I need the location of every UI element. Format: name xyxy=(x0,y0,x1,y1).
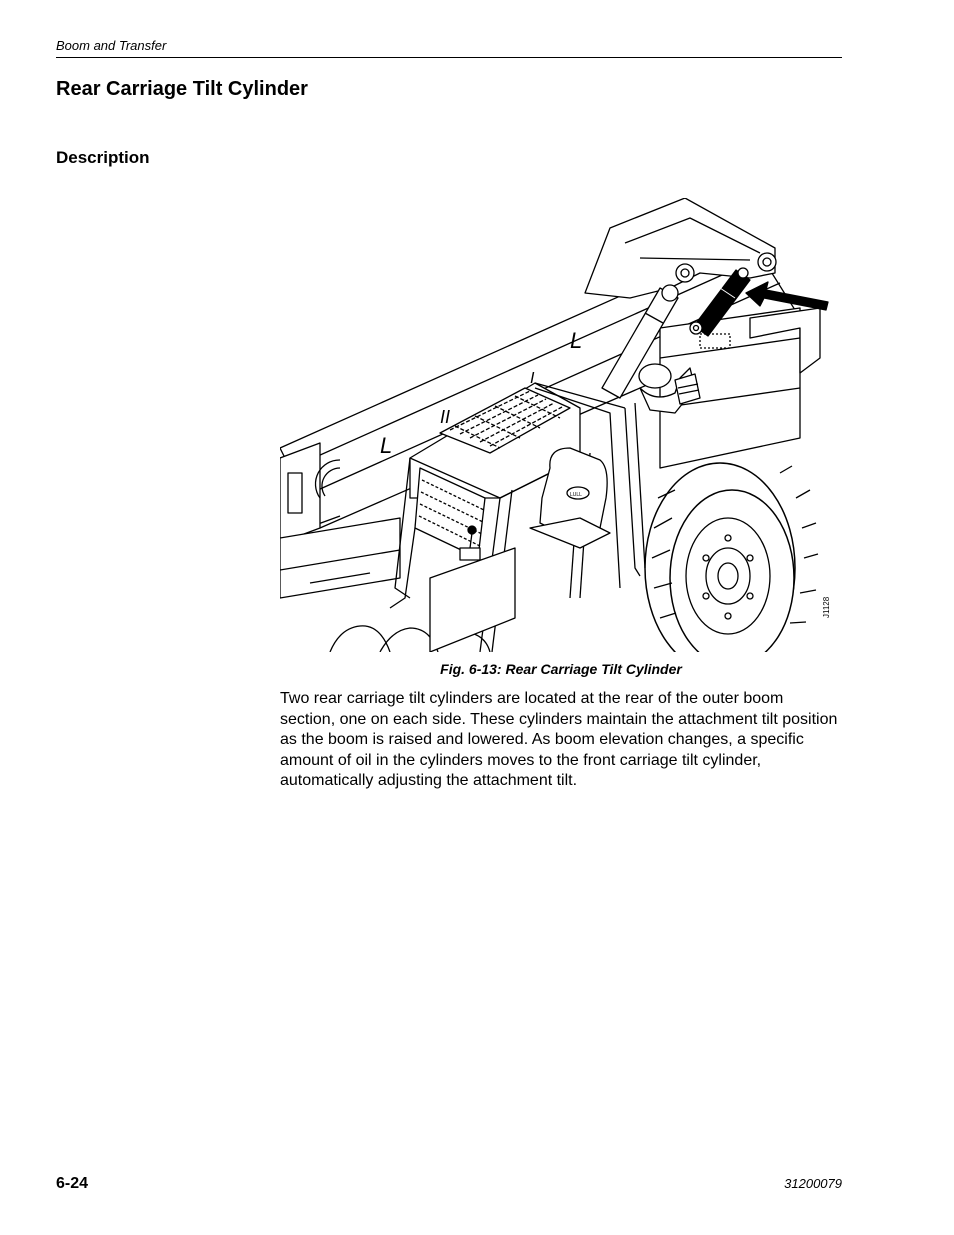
figure-id-label: J1128 xyxy=(822,596,831,618)
section-heading: Description xyxy=(56,148,150,167)
chassis xyxy=(280,307,821,599)
callout-arrow xyxy=(745,281,829,311)
running-header: Boom and Transfer xyxy=(56,38,167,53)
svg-text:L: L xyxy=(570,328,582,353)
machine-illustration: L L II I xyxy=(280,198,842,652)
rear-carriage xyxy=(584,198,777,299)
tilt-cylinder xyxy=(689,267,751,337)
page-number: 6-24 xyxy=(56,1175,89,1192)
description-paragraph: Two rear carriage tilt cylinders are loc… xyxy=(280,690,838,789)
lift-cylinder xyxy=(601,284,679,399)
operator-cab: LULL xyxy=(389,382,646,652)
tire xyxy=(644,462,819,652)
page-title: Rear Carriage Tilt Cylinder xyxy=(56,78,308,100)
svg-text:II: II xyxy=(440,407,450,427)
pump-assembly xyxy=(638,363,701,414)
figure-caption: Fig. 6-13: Rear Carriage Tilt Cylinder xyxy=(440,661,682,677)
svg-text:L: L xyxy=(380,433,392,458)
header-rule xyxy=(56,57,842,58)
svg-text:I: I xyxy=(530,370,535,387)
seat-badge: LULL xyxy=(570,492,582,498)
document-number: 31200079 xyxy=(784,1176,842,1191)
